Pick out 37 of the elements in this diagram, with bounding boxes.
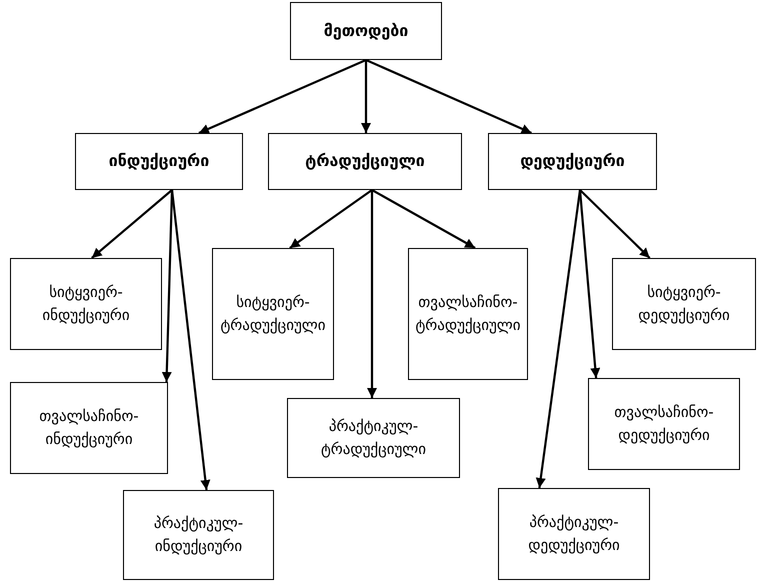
arrow: [361, 60, 371, 133]
process-box: [123, 490, 274, 580]
process-box: [10, 258, 162, 350]
node-label: ინდუქციური: [108, 150, 210, 172]
process-box: [75, 133, 243, 190]
arrow: [366, 59, 532, 134]
arrow: [91, 189, 173, 259]
node-label: თვალსაჩინო-დედუქციური: [613, 402, 715, 446]
arrow: [371, 189, 476, 249]
arrow: [578, 190, 600, 378]
node-label: თვალსაჩინო-ინდუქციური: [38, 406, 140, 450]
process-box: [290, 2, 442, 60]
arrow: [367, 190, 377, 398]
process-box: [10, 382, 168, 474]
arrow: [170, 190, 210, 490]
arrow: [289, 189, 373, 249]
process-box: [268, 133, 462, 190]
process-box: [408, 248, 528, 380]
process-box: [612, 258, 756, 350]
node-label: ტრადუქციული: [305, 150, 425, 172]
arrow: [536, 190, 582, 488]
node-label: დედუქციური: [520, 150, 625, 172]
node-label: სიტყვიერ-დედუქციური: [637, 282, 731, 326]
node-label: სიტყვიერ-ინდუქციური: [41, 282, 131, 326]
node-label: თვალსაჩინო-ტრადუქციული: [414, 292, 522, 336]
process-box: [498, 488, 650, 580]
node-label: პრაქტიკულ-ინდუქციური: [152, 512, 244, 557]
arrow: [198, 59, 366, 134]
node-label: პრაქტიკულ-დედუქციური: [527, 512, 621, 556]
process-box: [588, 378, 740, 470]
process-box: [212, 248, 334, 380]
arrow: [579, 189, 650, 259]
node-label: სიტყვიერ-ტრადუქციული: [219, 292, 327, 336]
node-label: მეთოდები: [324, 20, 408, 42]
node-label: პრაქტიკულ-ტრადუქციული: [320, 416, 428, 460]
process-box: [287, 398, 460, 478]
process-box: [488, 133, 657, 190]
